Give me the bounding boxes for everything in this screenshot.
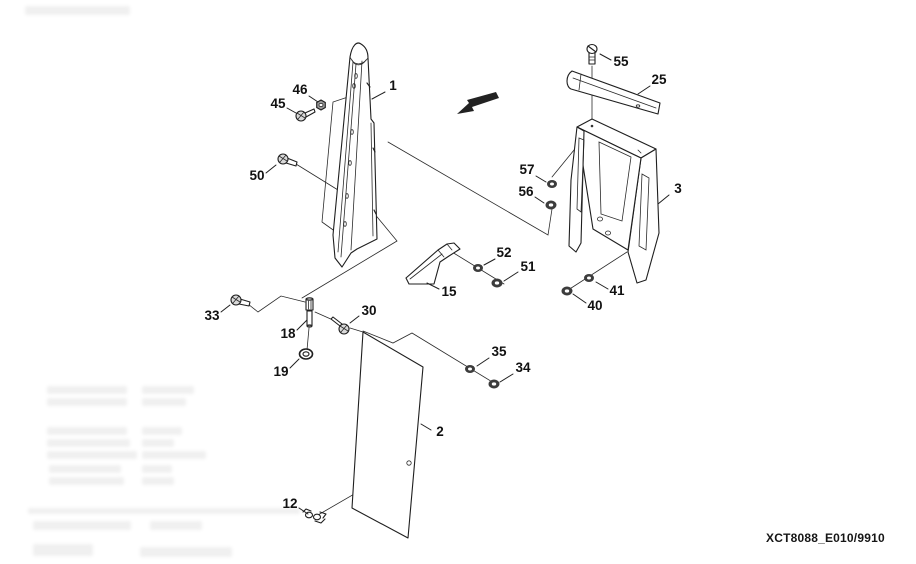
scan-artifact (47, 451, 137, 459)
callout-51-leader (503, 271, 519, 282)
callout-57: 57 (519, 162, 534, 177)
bolt-45 (295, 108, 316, 122)
callout-41: 41 (609, 283, 625, 298)
washer-34 (488, 379, 500, 389)
callout-2: 2 (436, 424, 444, 439)
scan-artifact (49, 477, 124, 485)
scan-artifact (142, 439, 174, 447)
callout-33-leader (220, 304, 231, 313)
bolt-50 (277, 153, 298, 167)
callout-25: 25 (651, 72, 667, 87)
part-18-pin (305, 297, 314, 328)
callout-57-leader (535, 175, 547, 183)
scan-artifact (142, 477, 174, 485)
part-2-panel (351, 331, 424, 539)
scan-artifact (49, 465, 121, 473)
callout-1-leader (371, 91, 386, 100)
bracket-left-leg (568, 126, 585, 253)
washer-51 (491, 278, 503, 288)
callout-45-leader (286, 107, 297, 114)
panel-hole (406, 460, 412, 466)
scan-artifact (142, 386, 194, 394)
scan-artifact (150, 521, 202, 530)
callout-46: 46 (292, 82, 308, 97)
callout-25-leader (637, 85, 651, 95)
callout-1: 1 (389, 78, 397, 93)
callout-50: 50 (249, 168, 264, 183)
callout-2-leader (420, 423, 432, 431)
callout-3: 3 (674, 181, 682, 196)
callout-34-leader (499, 373, 514, 383)
part-19-ring (298, 348, 314, 360)
bolt-33 (230, 294, 251, 307)
callout-layer: 1231215181925303334354041454650515255565… (204, 53, 682, 515)
bolt-30 (330, 316, 350, 335)
callout-18-leader (296, 319, 308, 331)
scan-artifact (28, 508, 300, 514)
callout-45: 45 (270, 96, 286, 111)
washer-41 (584, 274, 594, 282)
scan-artifact (33, 521, 131, 530)
scan-artifact (142, 465, 172, 473)
callout-51: 51 (520, 259, 536, 274)
callout-35: 35 (491, 344, 507, 359)
part-3-bracket (568, 118, 660, 284)
part-55-screw (586, 43, 598, 65)
callout-30: 30 (361, 303, 376, 318)
callout-40: 40 (587, 298, 602, 313)
scan-artifact (47, 398, 127, 406)
washer-57 (547, 180, 557, 188)
part-25-cover (566, 70, 661, 115)
direction-arrow (457, 92, 499, 114)
washer-52 (473, 264, 483, 272)
scan-artifact (140, 547, 232, 557)
callout-15: 15 (441, 284, 457, 299)
washer-35 (465, 365, 475, 373)
scan-artifact (142, 427, 182, 435)
callout-50-leader (265, 164, 277, 174)
callout-18: 18 (280, 326, 296, 341)
scan-artifact (47, 386, 127, 394)
scan-artifact (47, 427, 127, 435)
callout-34: 34 (515, 360, 531, 375)
part-15-wedge (405, 242, 461, 285)
callout-46-leader (308, 95, 319, 103)
part-12-clip (302, 508, 327, 524)
callout-3-leader (657, 194, 670, 205)
callout-12: 12 (282, 496, 297, 511)
callout-15-leader (426, 282, 440, 290)
callout-12-leader (298, 507, 309, 515)
callout-33: 33 (204, 308, 220, 323)
scan-artifact (33, 544, 93, 556)
washer-40 (561, 286, 573, 296)
scan-artifact (47, 439, 130, 447)
part-1-mast-channel (321, 42, 378, 268)
callout-19-leader (289, 358, 300, 369)
scan-artifact (142, 398, 186, 406)
washer-56 (545, 200, 557, 210)
callout-52: 52 (496, 245, 511, 260)
callout-40-leader (572, 293, 587, 304)
callout-41-leader (595, 281, 609, 290)
scan-artifact (25, 6, 130, 15)
nut-46 (316, 99, 326, 111)
scan-artifact (142, 451, 206, 459)
callout-30-leader (349, 315, 360, 324)
callout-55: 55 (613, 54, 629, 69)
callout-19: 19 (273, 364, 288, 379)
callout-56-leader (534, 196, 545, 204)
callout-55-leader (599, 53, 612, 61)
callout-52-leader (483, 258, 496, 266)
callout-56: 56 (518, 184, 534, 199)
callout-35-leader (476, 357, 490, 367)
drawing-code: XCT8088_E010/9910 (766, 531, 885, 545)
bracket-front-face (576, 126, 642, 251)
